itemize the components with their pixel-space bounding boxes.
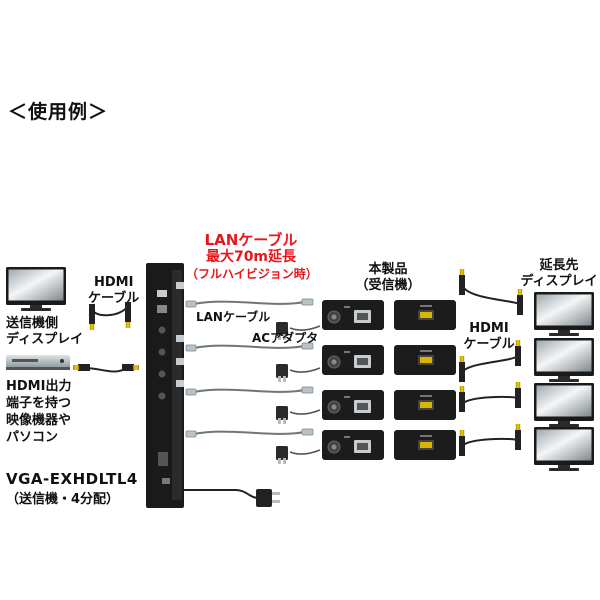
hdmi-cable-icon (459, 424, 521, 456)
sender-display-label: 送信機側 ディスプレイ (6, 316, 84, 347)
hdmi-cable-icon (459, 382, 521, 412)
hdmi-cable-icon (459, 269, 523, 315)
product-label: 本製品 （受信機） (355, 262, 421, 293)
receiver-unit-icon (321, 344, 457, 376)
ac-adapter-icon (275, 363, 321, 383)
model-description: （送信機・4分配） (6, 492, 120, 507)
hdmi-cable-icon (73, 364, 139, 373)
dvd-player-icon (6, 355, 70, 370)
model-name: VGA-EXHDLTL4 (6, 470, 138, 488)
receiver-unit-icon (321, 429, 457, 461)
section-title: ＜使用例＞ (8, 101, 109, 123)
source-device-label: HDMI出力 端子を持つ 映像機器や パソコン (6, 379, 72, 445)
extended-display-tv-icon (534, 292, 594, 336)
lan-cable-icon (185, 386, 314, 396)
extended-display-tv-icon (534, 383, 594, 427)
extended-display-tv-icon (534, 427, 594, 471)
lan-extension-headline: LANケーブル 最大70m延長 （フルハイビジョン時） (186, 231, 318, 282)
hdmi-cable-icon (89, 302, 131, 330)
right-hdmi-cable-label: HDMI ケーブル (463, 321, 515, 352)
hdmi-cable-icon (459, 340, 521, 382)
lan-cable-icon (185, 298, 314, 308)
extended-display-tv-icon (534, 338, 594, 382)
receiver-unit-icon (321, 389, 457, 421)
receiver-unit-icon (321, 299, 457, 331)
power-plug-icon (184, 489, 280, 507)
lan-cable-label: LANケーブル (196, 310, 271, 324)
left-hdmi-cable-label: HDMI ケーブル (88, 275, 140, 306)
extended-display-label: 延長先 ディスプレイ (520, 258, 598, 289)
ac-adapter-label: ACアダプタ (252, 331, 319, 345)
lan-cable-icon (185, 428, 314, 438)
sender-display-tv-icon (6, 267, 66, 311)
ac-adapter-icon (275, 405, 321, 425)
transmitter-unit-icon (146, 263, 184, 508)
ac-adapter-icon (275, 445, 321, 465)
